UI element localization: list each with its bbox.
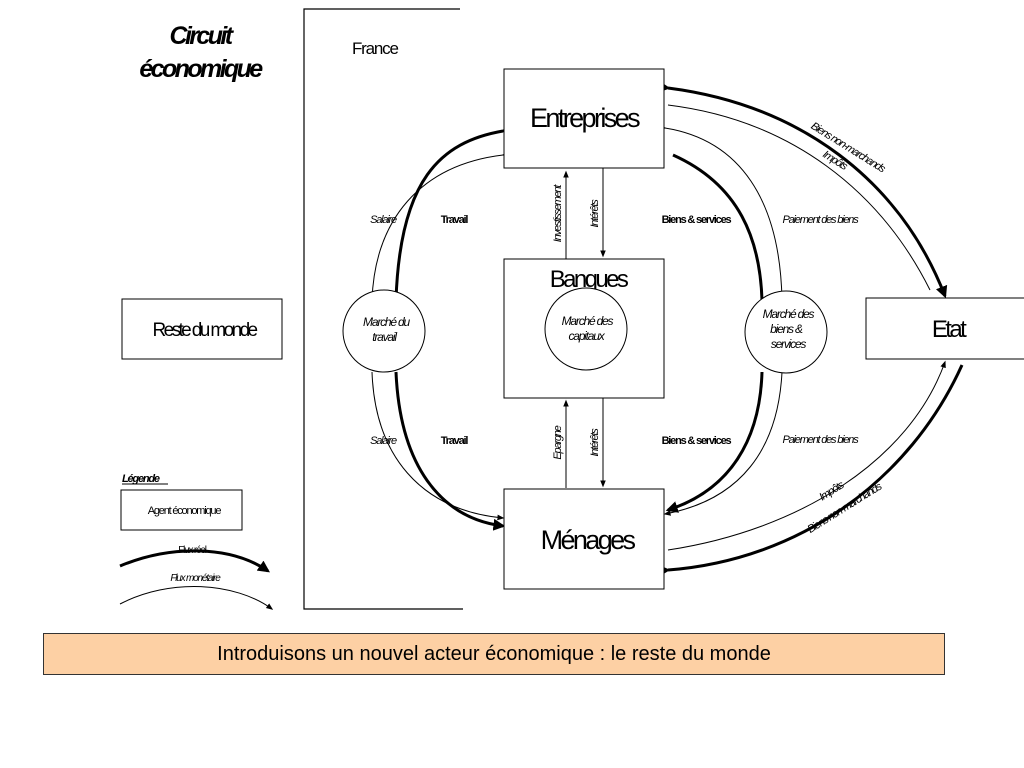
marche-du-travail bbox=[342, 289, 426, 373]
caption-banner: Introduisons un nouvel acteur économique… bbox=[43, 633, 945, 675]
label-biens-non-marchands-bas: Biens non-marchands bbox=[806, 480, 885, 536]
flux-reel-travail-haut bbox=[394, 123, 514, 301]
label-biens-services-haut: Biens & services bbox=[662, 214, 732, 226]
agent-reste-du-monde bbox=[121, 298, 283, 360]
flux-monetaire-salaire-haut bbox=[371, 151, 509, 301]
label-biens-non-marchands-haut: Biens non-marchands bbox=[809, 120, 888, 176]
legend-title: Légende bbox=[122, 473, 160, 485]
label-paiement-haut: Paiement des biens bbox=[782, 214, 859, 226]
france-boundary bbox=[303, 8, 463, 610]
entreprises-label: Entreprises bbox=[530, 103, 640, 133]
flux-monetaire-salaire-bas bbox=[371, 371, 505, 521]
legend-agent-box bbox=[120, 489, 243, 531]
marche-travail-line1: Marché du bbox=[363, 315, 410, 329]
legend-flux-monetaire-label: Flux monétaire bbox=[170, 573, 221, 584]
label-impots-bas: Impôts bbox=[817, 479, 847, 504]
marche-biens-line1: Marché des bbox=[763, 307, 815, 321]
title-line1: Circuit bbox=[170, 22, 235, 50]
flux-reel-biens-non-marchands-haut bbox=[657, 80, 948, 299]
label-interets-bas: Intérêts bbox=[589, 428, 601, 457]
marche-travail-line2: travail bbox=[372, 330, 397, 344]
label-paiement-bas: Paiement des biens bbox=[782, 434, 859, 446]
legend-flux-reel-arrow bbox=[119, 549, 270, 573]
marche-capitaux-line1: Marché des bbox=[562, 314, 614, 328]
label-interets-haut: Intérêts bbox=[589, 199, 601, 228]
label-salaire-haut: Salaire bbox=[370, 214, 397, 226]
marche-biens-line3: services bbox=[771, 337, 807, 351]
label-biens-services-bas: Biens & services bbox=[662, 435, 732, 447]
agent-menages bbox=[503, 488, 665, 590]
title-line2: économique bbox=[139, 55, 263, 83]
label-epargne: Epargne bbox=[552, 425, 564, 459]
menages-label: Ménages bbox=[541, 525, 636, 555]
flux-reel-biens-non-marchands-bas bbox=[657, 364, 964, 577]
legend-agent-label: Agent économique bbox=[148, 505, 222, 517]
marche-des-biens-et-services bbox=[744, 290, 828, 374]
flux-monetaire-impots-bas bbox=[667, 360, 946, 551]
label-travail-bas: Travail bbox=[441, 435, 469, 447]
flux-reel-biens-bas bbox=[665, 371, 764, 513]
etat-label: Etat bbox=[932, 316, 967, 343]
legend-flux-monetaire-arrow bbox=[119, 585, 274, 610]
label-investissement: Investissement bbox=[552, 184, 564, 243]
flux-reel-biens-haut bbox=[672, 153, 764, 301]
legend-flux-reel-label: Flux réel bbox=[178, 545, 207, 556]
agent-etat bbox=[865, 297, 1024, 360]
agent-entreprises bbox=[503, 68, 665, 169]
flux-reel-travail-bas bbox=[394, 371, 506, 531]
label-salaire-bas: Salaire bbox=[370, 435, 397, 447]
flux-monetaire-impots-haut bbox=[667, 104, 931, 291]
label-travail-haut: Travail bbox=[441, 214, 469, 226]
france-label: France bbox=[352, 39, 398, 58]
marche-biens-line2: biens & bbox=[770, 322, 803, 336]
marche-capitaux-line2: capitaux bbox=[568, 329, 605, 343]
marche-des-capitaux bbox=[544, 287, 628, 371]
flux-monetaire-paiement-bas bbox=[663, 371, 783, 516]
reste-du-monde-label: Reste du monde bbox=[152, 320, 257, 341]
